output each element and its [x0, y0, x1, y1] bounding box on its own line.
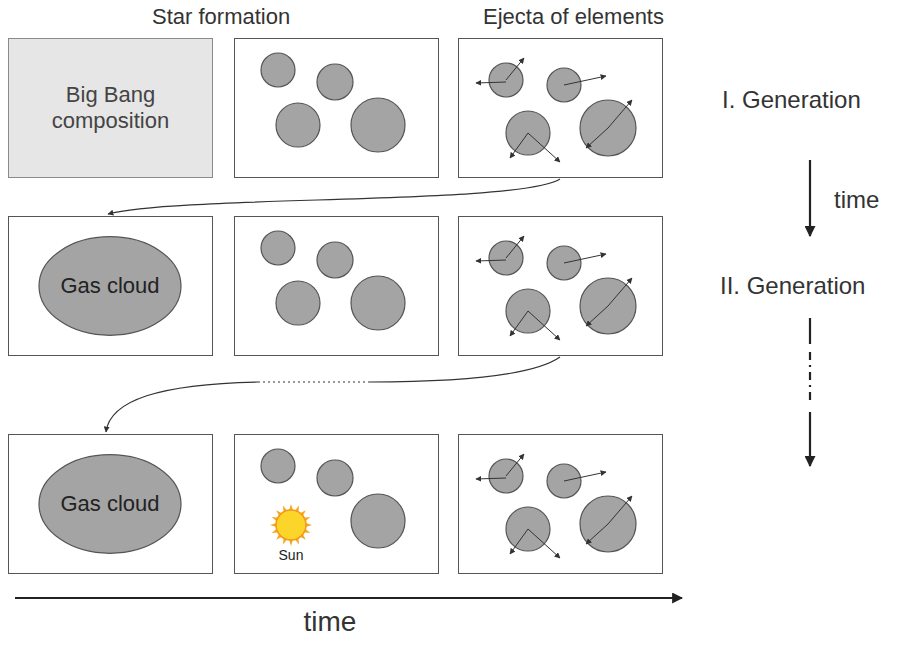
- axis-label: time: [834, 186, 879, 214]
- column-heading: Star formation: [152, 4, 290, 30]
- axis-label: time: [304, 606, 357, 638]
- time-arrow: [809, 160, 811, 466]
- generation-label: I. Generation: [722, 86, 861, 114]
- start-box: Big Bang composition: [8, 38, 213, 178]
- stars: [261, 449, 405, 548]
- time-axis: [15, 597, 682, 599]
- node-label: Gas cloud: [60, 491, 159, 517]
- gas-cloud: Gas cloud: [38, 236, 182, 336]
- node-label: Big Bang composition: [28, 82, 193, 135]
- ejecta: [476, 58, 636, 162]
- column-heading: Ejecta of elements: [483, 4, 664, 30]
- sun-icon: Sun: [262, 503, 320, 574]
- stars: [261, 53, 405, 152]
- node-label: Gas cloud: [60, 273, 159, 299]
- ejecta: [476, 236, 636, 340]
- icon-label: Sun: [279, 547, 304, 564]
- ejecta: [476, 454, 636, 558]
- generation-label: II. Generation: [720, 272, 865, 300]
- sun-symbol: [269, 503, 313, 547]
- stars: [261, 231, 405, 330]
- gas-cloud: Gas cloud: [38, 454, 182, 554]
- panel: [9, 39, 663, 574]
